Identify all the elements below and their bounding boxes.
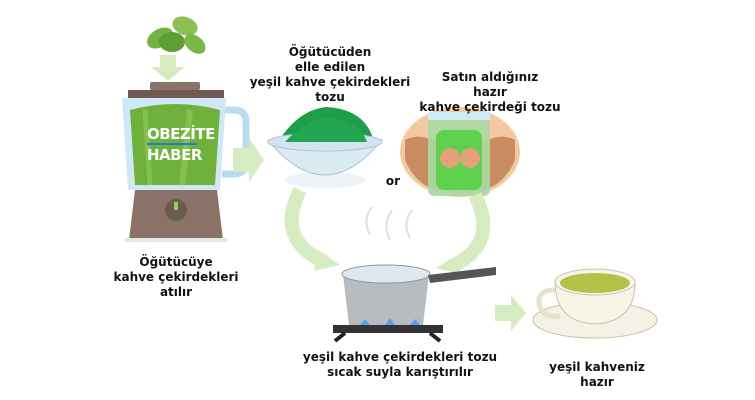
- caption-line: sıcak suyla karıştırılır: [327, 365, 473, 379]
- hands-holding-powder-bag-icon: [400, 107, 520, 197]
- green-coffee-cup-icon: [532, 268, 658, 339]
- right-arrow-icon: [495, 295, 526, 331]
- step3-caption: Satın aldığınız hazır kahve çekirdeği to…: [419, 70, 560, 115]
- step5-caption: yeşil kahveniz hazır: [549, 360, 645, 390]
- caption-line: elle edilen: [294, 60, 366, 74]
- step2-caption: Öğütücüden elle edilen yeşil kahve çekir…: [250, 45, 411, 105]
- green-powder-bowl-icon: [266, 107, 384, 188]
- caption-line: atılır: [159, 285, 193, 299]
- caption-line: hazır: [580, 375, 614, 389]
- caption-line: Öğütücüden: [288, 45, 372, 59]
- caption-line: Öğütücüye: [139, 255, 213, 269]
- caption-line: Satın aldığınız: [441, 70, 539, 84]
- logo-divider: [147, 143, 197, 145]
- logo-line1: OBEZİTE: [147, 125, 215, 143]
- caption-line: hazır: [473, 85, 507, 99]
- down-arrow-icon: [151, 55, 185, 81]
- caption-line: yeşil kahve çekirdekleri: [249, 75, 411, 89]
- caption-line: tozu: [315, 90, 345, 104]
- logo-line2: HABER: [147, 146, 202, 164]
- step4-caption: yeşil kahve çekirdekleri tozu sıcak suyl…: [303, 350, 497, 380]
- caption-line: yeşil kahveniz: [549, 360, 645, 374]
- or-label: or: [385, 174, 401, 188]
- spinach-leaves-icon: [147, 16, 206, 54]
- caption-line: kahve çekirdekleri: [113, 270, 239, 284]
- boiling-pot-on-stove-icon: [333, 206, 496, 343]
- caption-line: yeşil kahve çekirdekleri tozu: [302, 350, 498, 364]
- right-arrow-icon: [233, 138, 264, 182]
- curved-arrow-icon: [284, 186, 340, 271]
- step1-caption: Öğütücüye kahve çekirdekleri atılır: [113, 255, 238, 300]
- caption-line: kahve çekirdeği tozu: [419, 100, 561, 114]
- curved-arrow-icon: [436, 191, 491, 274]
- obezite-haber-logo: OBEZİTE HABER: [147, 125, 215, 164]
